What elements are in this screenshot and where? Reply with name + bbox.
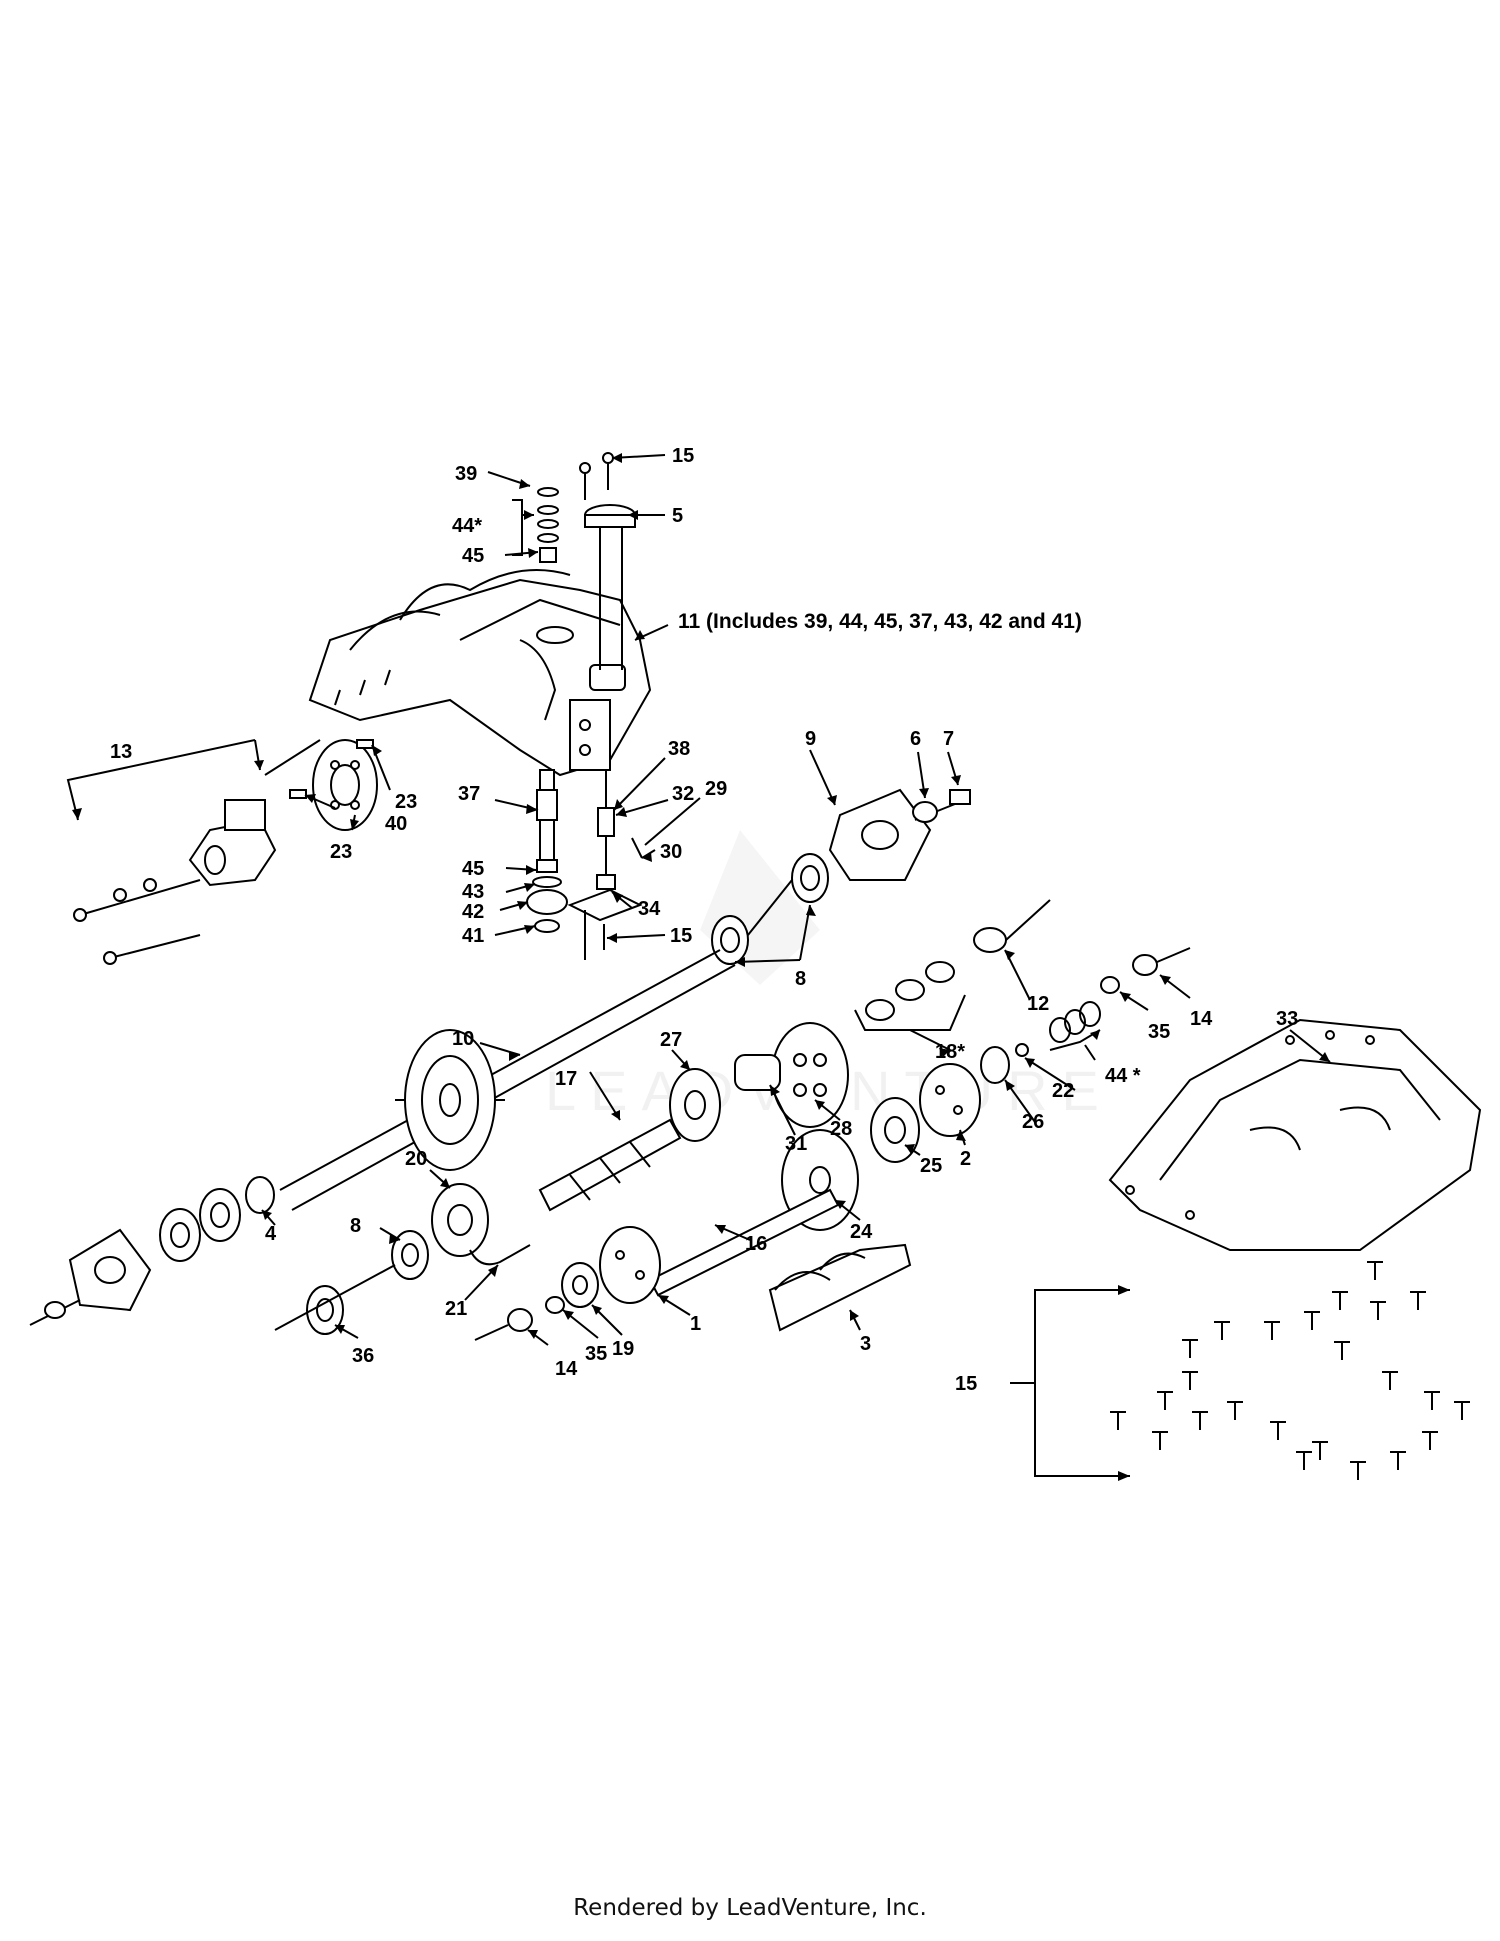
spacer-31 bbox=[734, 1054, 781, 1091]
hub-9 bbox=[828, 788, 971, 881]
callout-23: 23 bbox=[330, 841, 352, 863]
callout-25: 25 bbox=[920, 1155, 942, 1177]
callout-5: 5 bbox=[672, 505, 683, 527]
callout-19: 19 bbox=[612, 1338, 634, 1360]
callout-29: 29 bbox=[705, 778, 727, 800]
callout-42: 42 bbox=[462, 901, 484, 923]
callout-10: 10 bbox=[452, 1028, 474, 1050]
washer-4 bbox=[245, 1176, 275, 1214]
callout-17: 17 bbox=[555, 1068, 577, 1090]
callout-labels: 15 39 5 44* 45 13 23 23 40 37 45 43 42 4… bbox=[110, 445, 1298, 1395]
callout-36: 36 bbox=[352, 1345, 374, 1367]
callout-14: 14 bbox=[555, 1358, 578, 1380]
shift-fork-3 bbox=[768, 1243, 912, 1332]
shim-stack bbox=[537, 487, 559, 563]
callout-38: 38 bbox=[668, 738, 690, 760]
callout-14: 14 bbox=[1190, 1008, 1213, 1030]
callout-4: 4 bbox=[265, 1223, 277, 1245]
callout-22: 22 bbox=[1052, 1080, 1074, 1102]
upper-housing bbox=[308, 569, 652, 777]
washers-18 bbox=[865, 961, 955, 1021]
callout-39: 39 bbox=[455, 463, 477, 485]
callout-32: 32 bbox=[672, 783, 694, 805]
axle-shaft-10 bbox=[279, 949, 736, 1211]
callout-15: 15 bbox=[955, 1373, 977, 1395]
shaft-17 bbox=[538, 1118, 682, 1212]
bearings-8-upper bbox=[711, 853, 829, 965]
callout-27: 27 bbox=[660, 1029, 682, 1051]
callout-1: 1 bbox=[690, 1313, 701, 1335]
callout-34: 34 bbox=[638, 898, 661, 920]
callout-28: 28 bbox=[830, 1118, 852, 1140]
callout-44: 44 * bbox=[1105, 1065, 1141, 1087]
callout-23: 23 bbox=[395, 791, 417, 813]
bolt-field-15 bbox=[1110, 1261, 1470, 1480]
gears-24-25-2-26 bbox=[781, 1043, 1029, 1231]
bearing-plate-40 bbox=[264, 739, 378, 831]
callout-2: 2 bbox=[960, 1148, 971, 1170]
brake-assembly-13 bbox=[73, 799, 277, 965]
callout-45: 45 bbox=[462, 545, 484, 567]
shaft-38 bbox=[567, 770, 643, 960]
sprocket-20 bbox=[431, 1183, 531, 1266]
callout-26: 26 bbox=[1022, 1111, 1044, 1133]
gear-28 bbox=[771, 1022, 849, 1128]
gear-27 bbox=[669, 1068, 721, 1142]
callout-8: 8 bbox=[350, 1215, 361, 1237]
note-11: 11 (Includes 39, 44, 45, 37, 43, 42 and … bbox=[678, 610, 1082, 633]
callout-18: 18* bbox=[935, 1041, 965, 1063]
callout-41: 41 bbox=[462, 925, 484, 947]
callout-24: 24 bbox=[850, 1221, 873, 1243]
callout-35: 35 bbox=[1148, 1021, 1170, 1043]
shaft-16 bbox=[474, 1188, 840, 1341]
arrowheads bbox=[72, 453, 1330, 1481]
callout-9: 9 bbox=[805, 728, 816, 750]
callout-44: 44* bbox=[452, 515, 482, 537]
callout-35: 35 bbox=[585, 1343, 607, 1365]
callout-13: 13 bbox=[110, 741, 132, 763]
callout-20: 20 bbox=[405, 1148, 427, 1170]
callout-15: 15 bbox=[672, 445, 694, 467]
lower-housing-33 bbox=[1108, 1018, 1482, 1251]
callout-37: 37 bbox=[458, 783, 480, 805]
lower-left-bearings bbox=[29, 1188, 429, 1335]
right-shims bbox=[1049, 947, 1191, 1043]
callout-43: 43 bbox=[462, 881, 484, 903]
render-credit: Rendered by LeadVenture, Inc. bbox=[573, 1895, 927, 1921]
callout-8: 8 bbox=[795, 968, 806, 990]
callout-7: 7 bbox=[943, 728, 954, 750]
callout-33: 33 bbox=[1276, 1008, 1298, 1030]
callout-30: 30 bbox=[660, 841, 682, 863]
bushing-12 bbox=[973, 899, 1051, 953]
callout-40: 40 bbox=[385, 813, 407, 835]
callout-45: 45 bbox=[462, 858, 484, 880]
callout-3: 3 bbox=[860, 1333, 871, 1355]
callout-31: 31 bbox=[785, 1133, 807, 1155]
callout-16: 16 bbox=[745, 1233, 767, 1255]
callout-12: 12 bbox=[1027, 993, 1049, 1015]
callout-15: 15 bbox=[670, 925, 692, 947]
shaft-37 bbox=[526, 769, 568, 933]
callout-6: 6 bbox=[910, 728, 921, 750]
callout-21: 21 bbox=[445, 1298, 467, 1320]
